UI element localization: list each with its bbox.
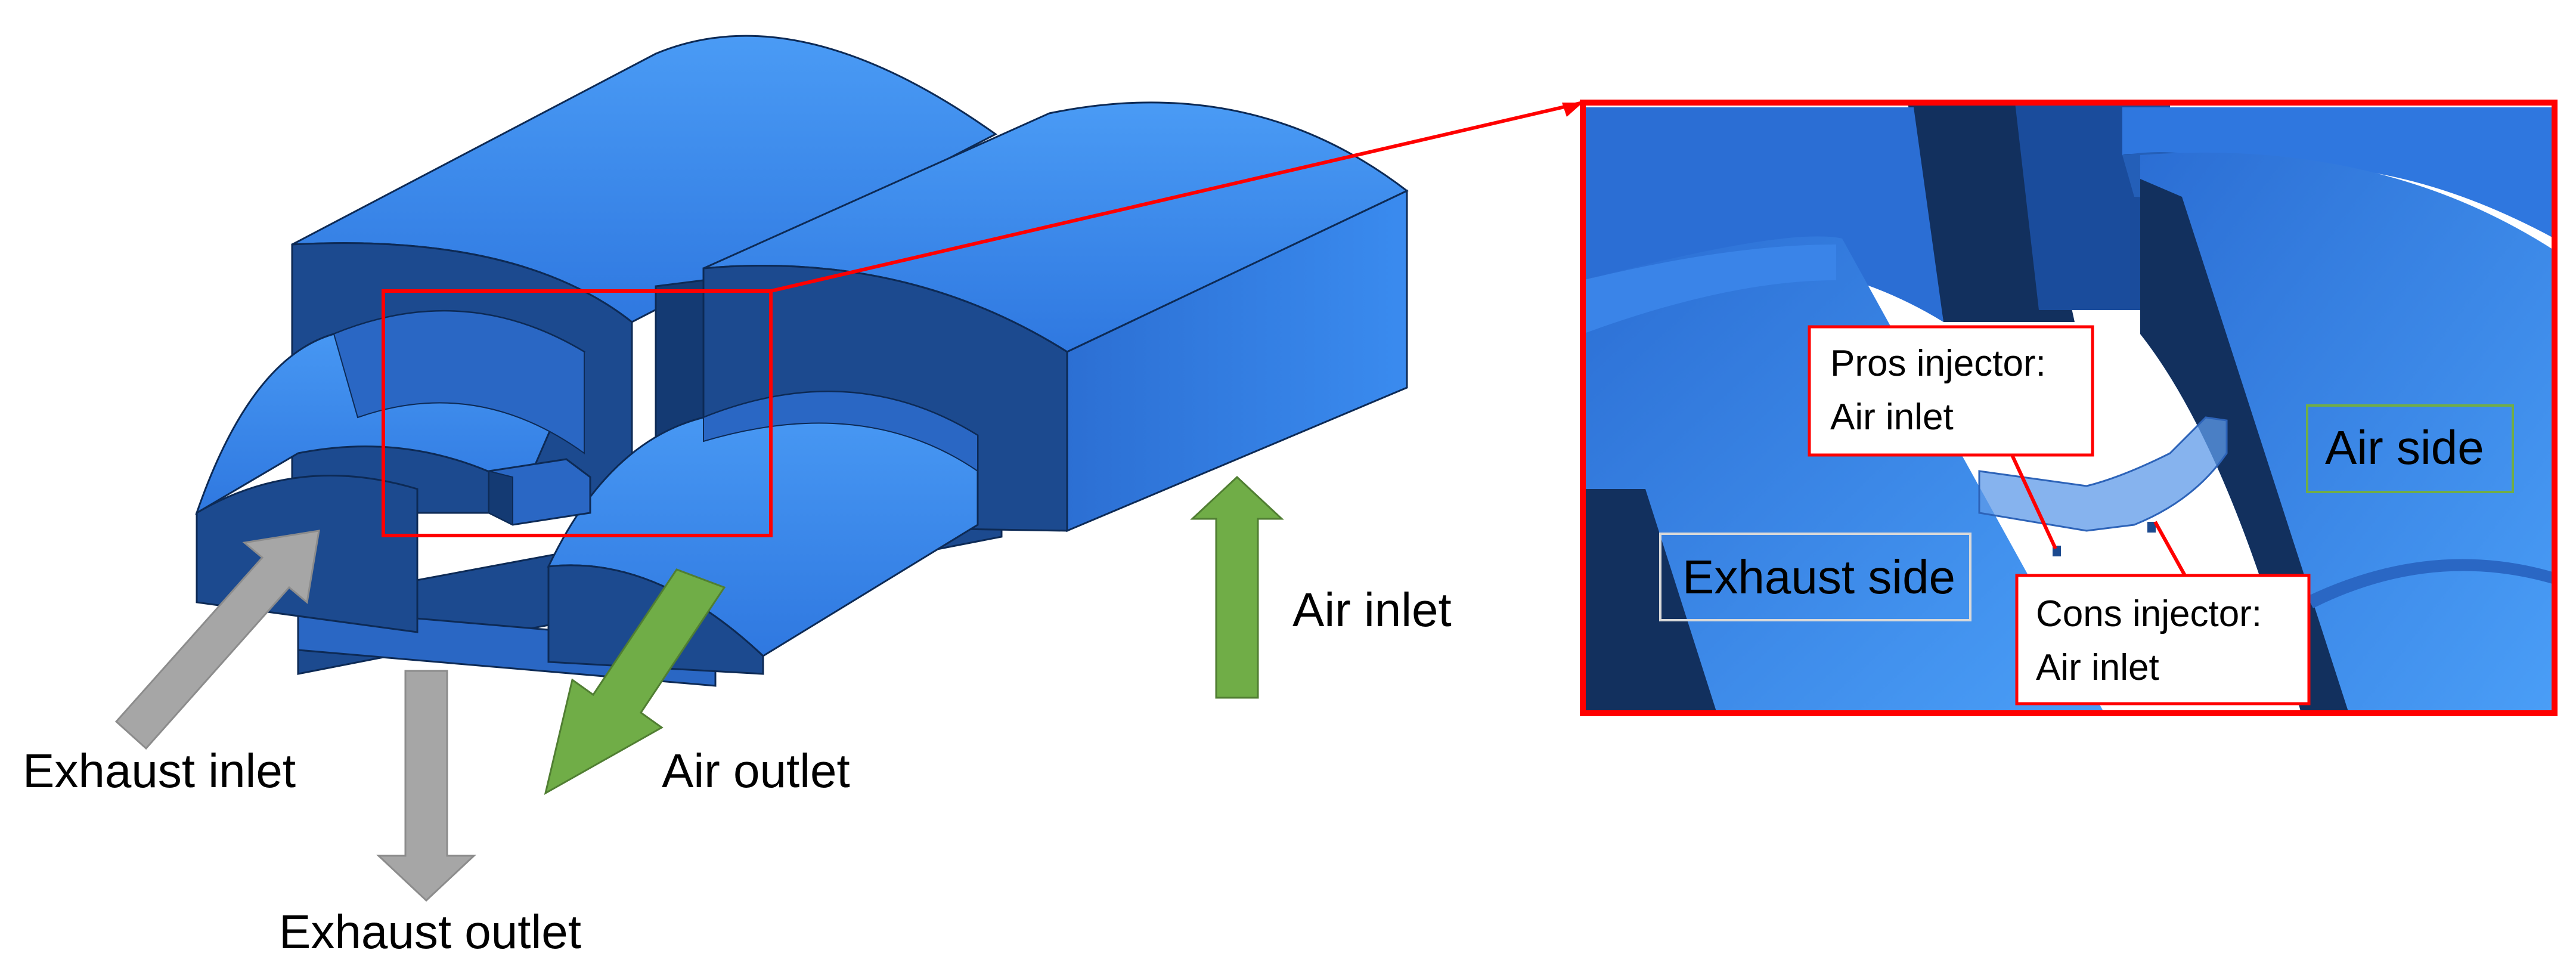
pros-injector-leader [2010,454,2057,550]
cons-injector-label-line1: Cons injector: [2036,593,2262,635]
exhaust-outlet-label: Exhaust outlet [279,905,581,958]
zoom-callout-line [770,101,1583,293]
pros-injector-box [1808,325,2094,457]
exhaust-side-label: Exhaust side [1682,550,1955,603]
pros-injector-label-line2: Air inlet [1830,397,1954,438]
air-outlet-arrow [544,568,726,795]
cons-injector-label-line2: Air inlet [2036,647,2159,688]
exhaust-side-box [1659,533,1971,621]
zoom-region-box [382,289,773,537]
cons-injector-leader [2153,521,2187,577]
air-outlet-label: Air outlet [662,744,850,797]
pros-injector-label-line1: Pros injector: [1830,343,2046,384]
air-inlet-label: Air inlet [1292,583,1452,636]
exchanger-body [195,35,1409,687]
air-inlet-arrow [1190,475,1284,699]
cons-injector-box [2015,574,2311,705]
exhaust-inlet-arrow [114,530,320,750]
zoom-panel-border [1580,100,2558,716]
zoom-callout-arrowhead [1562,103,1583,117]
air-side-box [2306,404,2514,493]
exhaust-inlet-label: Exhaust inlet [23,744,296,797]
air-side-label: Air side [2325,421,2484,474]
exhaust-outlet-arrow [376,670,476,902]
